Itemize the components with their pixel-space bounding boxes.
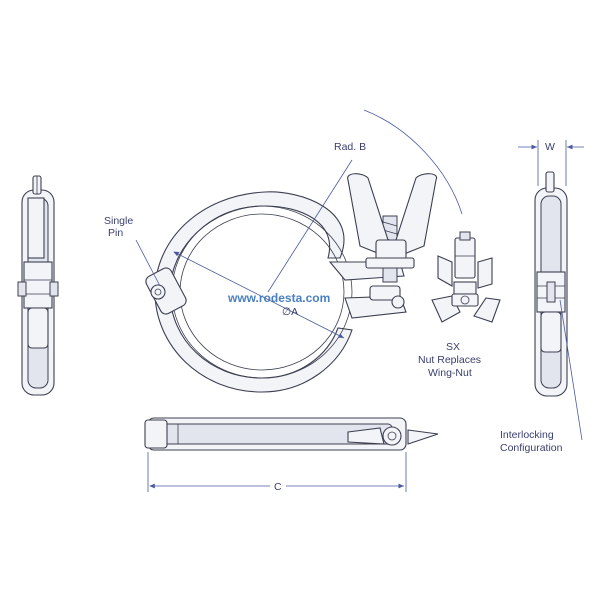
sx-label: SX <box>446 341 460 353</box>
length-label: C <box>274 481 282 493</box>
width-label: W <box>545 141 555 153</box>
single-pin-label-1: Single <box>104 215 133 227</box>
dia-a-label: ∅A <box>282 306 298 318</box>
sx-nut-detail <box>431 231 501 323</box>
sx-nut-label: Nut Replaces <box>418 354 481 366</box>
rad-b-label: Rad. B <box>334 141 366 153</box>
single-pin-label-2: Pin <box>108 227 123 239</box>
watermark: www.rodesta.com <box>227 291 330 305</box>
sx-wingnut-label: Wing-Nut <box>428 367 472 379</box>
interlocking-label-2: Configuration <box>500 442 563 454</box>
left-side-view <box>17 175 59 396</box>
single-pin-leader <box>135 239 161 287</box>
front-view-clamp <box>145 109 463 393</box>
interlocking-label-1: Interlocking <box>500 429 554 441</box>
bottom-view <box>144 417 439 492</box>
right-side-view <box>518 140 584 441</box>
